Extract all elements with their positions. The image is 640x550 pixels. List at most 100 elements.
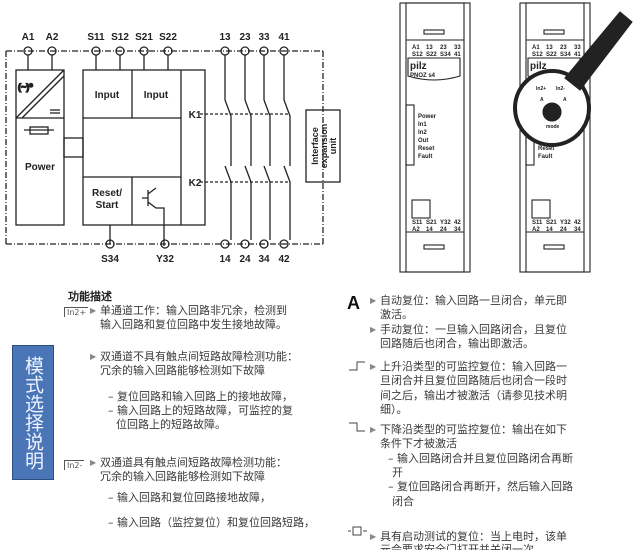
- block-label: Start: [96, 200, 119, 211]
- text-line: 输入回路和复位回路中发生接地故障。: [100, 318, 287, 331]
- text-line: 具有启动测试的复位：当上电时，该单: [380, 530, 567, 543]
- block-label: K1: [189, 110, 202, 121]
- led-label: Reset: [538, 146, 554, 152]
- mode-selection-label: 模式选择说明: [12, 345, 54, 480]
- terminal-label: 33: [258, 32, 270, 43]
- terminal-label: A2: [412, 227, 420, 233]
- terminal-label: S22: [159, 32, 177, 43]
- terminal-label: 41: [454, 52, 461, 58]
- text-line: 回路随后也闭合，输出即激活。: [380, 337, 534, 350]
- mode-dial: [542, 102, 562, 122]
- text-line: 旦闭合并且复位回路随后也闭合一段时: [380, 374, 567, 387]
- terminal-label: Y32: [440, 220, 451, 226]
- terminal-label: 14: [219, 254, 231, 265]
- terminal-label: S22: [546, 52, 557, 58]
- terminal-label: A2: [46, 32, 59, 43]
- terminal-label: 23: [239, 32, 251, 43]
- led-label: In2: [418, 130, 427, 136]
- terminal-label: S11: [532, 220, 543, 226]
- text-line: – 输入回路（监控复位）和复位回路短路，: [108, 516, 315, 529]
- dial-label: In2-: [556, 86, 565, 92]
- terminal-label: S11: [412, 220, 423, 226]
- terminal-label: A2: [532, 227, 540, 233]
- text-line: – 复位回路和输入回路上的接地故障，: [108, 390, 293, 403]
- bullet-icon: ▶: [90, 458, 97, 467]
- led-label: Fault: [418, 154, 432, 160]
- text-line: 双通道具有触点间短路故障检测功能：: [100, 456, 287, 469]
- terminal-label: 13: [546, 45, 553, 51]
- terminal-label: 24: [239, 254, 251, 265]
- auto-reset-icon: A: [347, 293, 360, 313]
- model-label: PNOZ s4: [410, 73, 436, 79]
- text-line: 间之后，输出才被激活（请参见技术明: [380, 389, 567, 402]
- terminal-label: S12: [412, 52, 423, 58]
- text-line: 激活。: [380, 308, 413, 321]
- text-line: – 输入回路上的短路故障，可监控的复: [108, 404, 293, 417]
- dial-label: A: [540, 97, 544, 103]
- terminal-label: S34: [101, 254, 119, 265]
- magnifier-handle: [564, 11, 633, 91]
- terminal-label: Y32: [560, 220, 571, 226]
- text-line: 开: [392, 466, 403, 479]
- terminal-label: 41: [278, 32, 290, 43]
- text-line: 位回路上的短路故障。: [116, 418, 226, 431]
- terminal-label: 23: [560, 45, 567, 51]
- text-line: – 复位回路闭合再断开，然后输入回路: [388, 480, 573, 493]
- text-line: 元会要求安全门打开并关闭一次。: [380, 543, 545, 550]
- bullet-icon: ▶: [370, 362, 377, 371]
- terminal-label: S34: [560, 52, 571, 58]
- rising-edge-icon: [349, 361, 365, 371]
- led-label: Reset: [418, 146, 434, 152]
- terminal-label: A1: [22, 32, 35, 43]
- text-line: 手动复位：一旦输入回路闭合，且复位: [380, 323, 567, 336]
- terminal-label: 13: [219, 32, 231, 43]
- interface-label: unit: [328, 138, 338, 155]
- text-line: 上升沿类型的可监控复位：输入回路一: [380, 360, 567, 373]
- block-label: Reset/: [92, 188, 122, 199]
- interface-label: expansion: [319, 124, 329, 169]
- terminal-label: 33: [574, 45, 581, 51]
- relay-contact: [244, 99, 252, 240]
- terminal-label: A1: [532, 45, 540, 51]
- section-title: 功能描述: [68, 290, 112, 303]
- relay-contact: [224, 99, 232, 240]
- text-line: 闭合: [392, 495, 414, 508]
- terminal-label: S21: [426, 220, 437, 226]
- terminal-label: Y32: [156, 254, 174, 265]
- terminal-label: 41: [574, 52, 581, 58]
- terminal-label: 34: [454, 227, 461, 233]
- interface-expansion-block: [305, 109, 341, 183]
- bullet-icon: ▶: [370, 425, 377, 434]
- terminal-label: 14: [546, 227, 553, 233]
- block-label: Input: [144, 90, 169, 101]
- led-label: Out: [418, 138, 428, 144]
- text-line: – 输入回路和复位回路接地故障，: [108, 491, 271, 504]
- mode-icons: [348, 361, 367, 536]
- in2-minus-icon: In2-: [64, 460, 85, 470]
- svg-text:(~)*: (~)*: [18, 82, 33, 92]
- terminal-label: 34: [258, 254, 270, 265]
- led-label: In1: [418, 122, 427, 128]
- text-line: – 输入回路闭合并且复位回路闭合再断: [388, 452, 573, 465]
- bullet-icon: ▶: [370, 296, 377, 305]
- text-line: 条件下才被激活: [380, 437, 457, 450]
- bullet-icon: ▶: [370, 325, 377, 334]
- logic-block: [82, 69, 206, 226]
- text-line: 单通道工作：输入回路非冗余，检测到: [100, 304, 287, 317]
- terminal-label: 24: [560, 227, 567, 233]
- terminal-label: 24: [440, 227, 447, 233]
- interface-label: Interface: [310, 127, 320, 165]
- block-label: Input: [95, 90, 120, 101]
- bullet-icon: ▶: [90, 352, 97, 361]
- led-strip: [405, 104, 415, 166]
- terminal-label: 14: [426, 227, 433, 233]
- in2-plus-icon: In2+: [64, 307, 89, 317]
- terminal-label: S12: [111, 32, 129, 43]
- text-line: 冗余的输入回路能够检测如下故障: [100, 364, 265, 377]
- bullet-icon: ▶: [370, 532, 377, 541]
- dial-label: mode: [546, 124, 560, 130]
- terminal-label: 23: [440, 45, 447, 51]
- terminal-label: S22: [426, 52, 437, 58]
- block-label: K2: [189, 178, 202, 189]
